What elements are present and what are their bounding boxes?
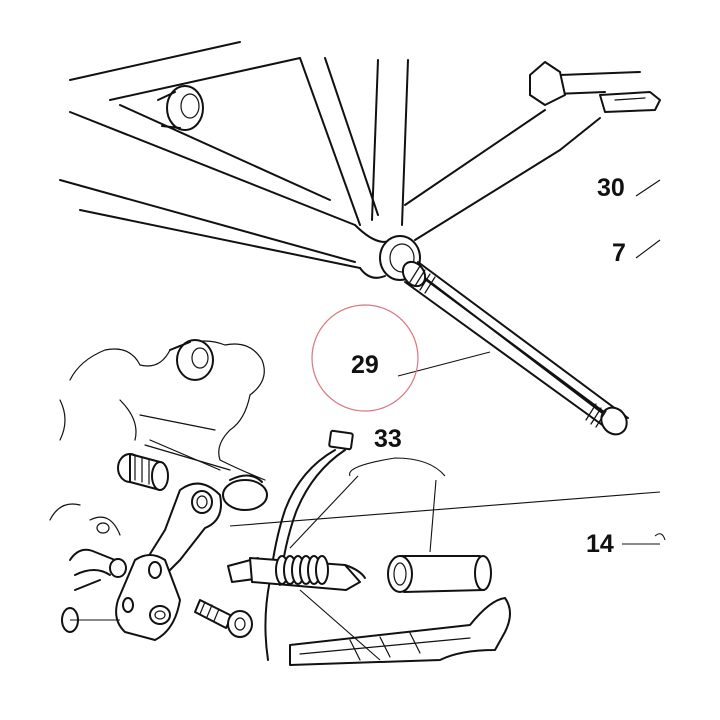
engine-case-outline — [49, 339, 268, 521]
part-label-33: 33 — [374, 425, 402, 453]
part-label-29: 29 — [351, 351, 379, 379]
side-stand-leg — [289, 597, 511, 666]
leader-lines — [229, 179, 666, 661]
frame-bracket-right — [529, 61, 661, 113]
frame-boss-left — [157, 85, 204, 131]
highlight-circle — [311, 304, 419, 412]
stand-pivot-shaft — [401, 260, 629, 436]
part-label-7: 7 — [612, 239, 626, 267]
part-label-30: 30 — [597, 174, 625, 202]
left-small-parts — [61, 516, 127, 633]
gear-stub — [117, 453, 169, 491]
frame-tubes — [59, 41, 641, 279]
part-label-14: 14 — [586, 530, 614, 558]
sleeve-bushing — [387, 555, 492, 593]
bolt — [194, 599, 253, 638]
stand-lever-link — [115, 482, 222, 641]
return-spring-assembly — [227, 555, 366, 591]
